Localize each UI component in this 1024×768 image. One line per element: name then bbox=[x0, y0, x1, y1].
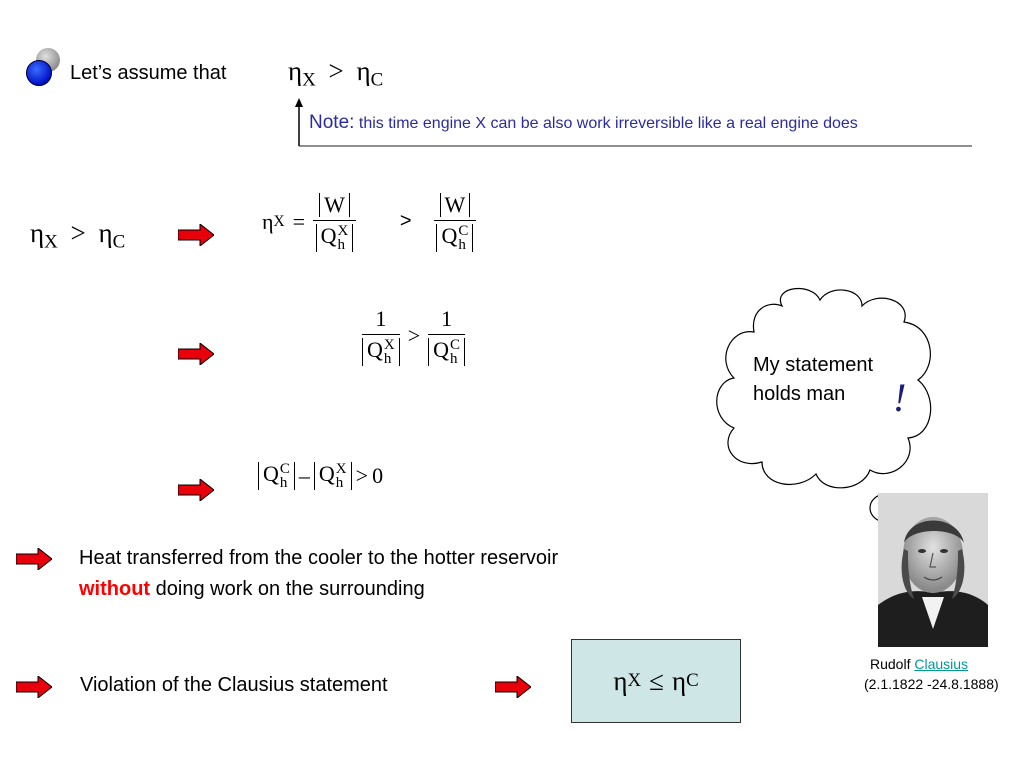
exclamation: ! bbox=[893, 375, 907, 420]
note-text: Note: this time engine X can be also wor… bbox=[309, 112, 858, 133]
portrait-caption: Rudolf Clausius bbox=[870, 656, 969, 672]
left-inequality: ηX > ηC bbox=[30, 218, 126, 253]
arrow-right-icon bbox=[16, 548, 52, 570]
arrow-right-icon bbox=[178, 343, 214, 365]
portrait-dates: (2.1.1822 -24.8.1888) bbox=[864, 676, 999, 692]
clausius-link[interactable]: Clausius bbox=[914, 656, 969, 672]
intro-text: Let’s assume that bbox=[70, 62, 227, 84]
arrow-right-icon bbox=[178, 224, 214, 246]
top-inequality: ηX > ηC bbox=[288, 56, 384, 91]
arrow-right-icon bbox=[16, 676, 52, 698]
bullet-icon bbox=[26, 60, 52, 86]
heat-statement: Heat transferred from the cooler to the … bbox=[79, 547, 559, 600]
violation-text: Violation of the Clausius statement bbox=[80, 674, 388, 696]
portrait-image bbox=[878, 493, 988, 647]
arrow-right-icon bbox=[178, 479, 214, 501]
note-connector bbox=[295, 98, 972, 147]
bubble-text: My statement holds man bbox=[753, 354, 874, 405]
arrow-right-icon bbox=[495, 676, 531, 698]
